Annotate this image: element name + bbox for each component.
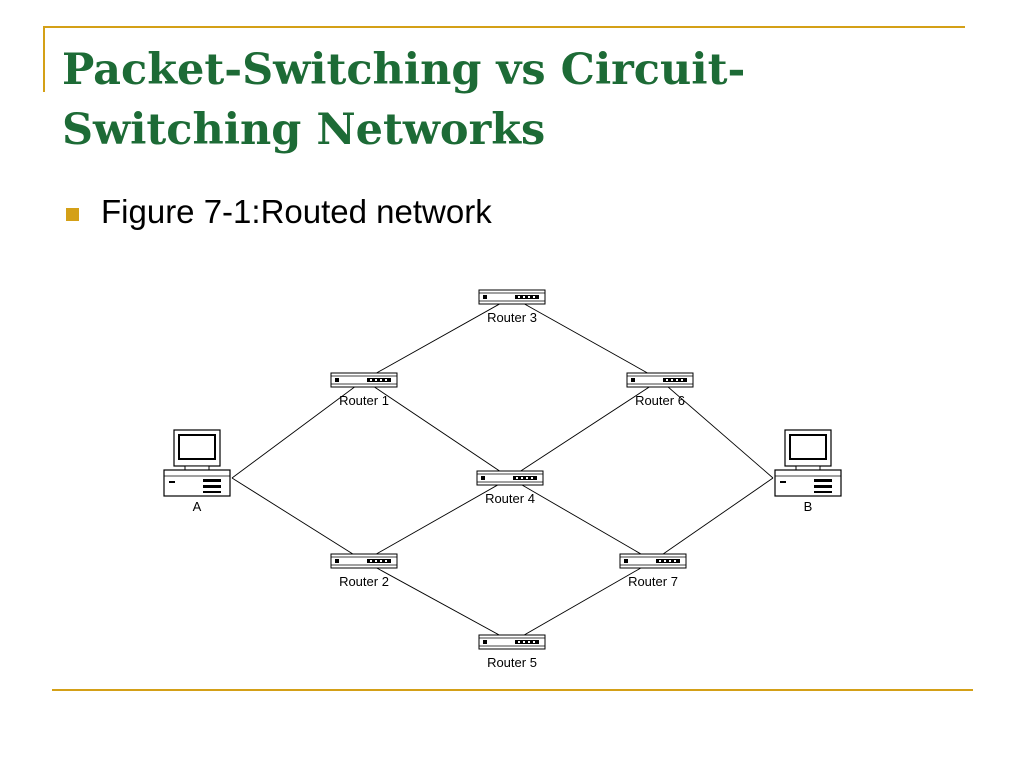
link-r4-r7 xyxy=(509,477,654,562)
host-label: A xyxy=(193,499,202,514)
link-r1-r4 xyxy=(363,379,511,479)
link-A-r1 xyxy=(231,379,365,479)
router-label: Router 5 xyxy=(487,655,537,670)
router-r3: Router 3 xyxy=(478,289,546,325)
link-r5-r7 xyxy=(511,560,654,643)
router-icon xyxy=(330,372,398,388)
link-r1-r3 xyxy=(363,296,513,381)
router-r5: Router 5 xyxy=(478,634,546,670)
bullet-text: Figure 7-1:Routed network xyxy=(101,193,492,230)
bottom-divider xyxy=(52,689,973,691)
network-links xyxy=(231,296,774,643)
router-icon xyxy=(476,470,544,486)
router-label: Router 6 xyxy=(635,393,685,408)
router-r4: Router 4 xyxy=(476,470,544,506)
host-B: B xyxy=(774,429,842,514)
computer-icon xyxy=(163,429,231,497)
router-label: Router 7 xyxy=(628,574,678,589)
host-label: B xyxy=(804,499,813,514)
router-label: Router 2 xyxy=(339,574,389,589)
slide-title: Packet-Switching vs Circuit-Switching Ne… xyxy=(62,45,746,155)
router-r1: Router 1 xyxy=(330,372,398,408)
bullet-square-icon xyxy=(66,208,79,221)
link-A-r2 xyxy=(231,477,365,562)
router-icon xyxy=(330,553,398,569)
router-r6: Router 6 xyxy=(626,372,694,408)
link-r3-r6 xyxy=(511,296,661,381)
router-label: Router 1 xyxy=(339,393,389,408)
computer-icon xyxy=(774,429,842,497)
router-label: Router 3 xyxy=(487,310,537,325)
link-r2-r4 xyxy=(363,477,511,562)
link-r4-r6 xyxy=(509,379,661,479)
link-r2-r5 xyxy=(363,560,513,643)
router-icon xyxy=(478,634,546,650)
link-r7-B xyxy=(652,477,774,562)
top-divider xyxy=(43,26,965,28)
link-r6-B xyxy=(659,379,774,479)
router-icon xyxy=(626,372,694,388)
router-icon xyxy=(619,553,687,569)
left-accent-bar xyxy=(43,26,45,92)
router-r2: Router 2 xyxy=(330,553,398,589)
host-A: A xyxy=(163,429,231,514)
network-nodes: Router 1 Router 2 Router 3 Router 4 Router 5… xyxy=(163,289,842,670)
router-r7: Router 7 xyxy=(619,553,687,589)
router-icon xyxy=(478,289,546,305)
router-label: Router 4 xyxy=(485,491,535,506)
